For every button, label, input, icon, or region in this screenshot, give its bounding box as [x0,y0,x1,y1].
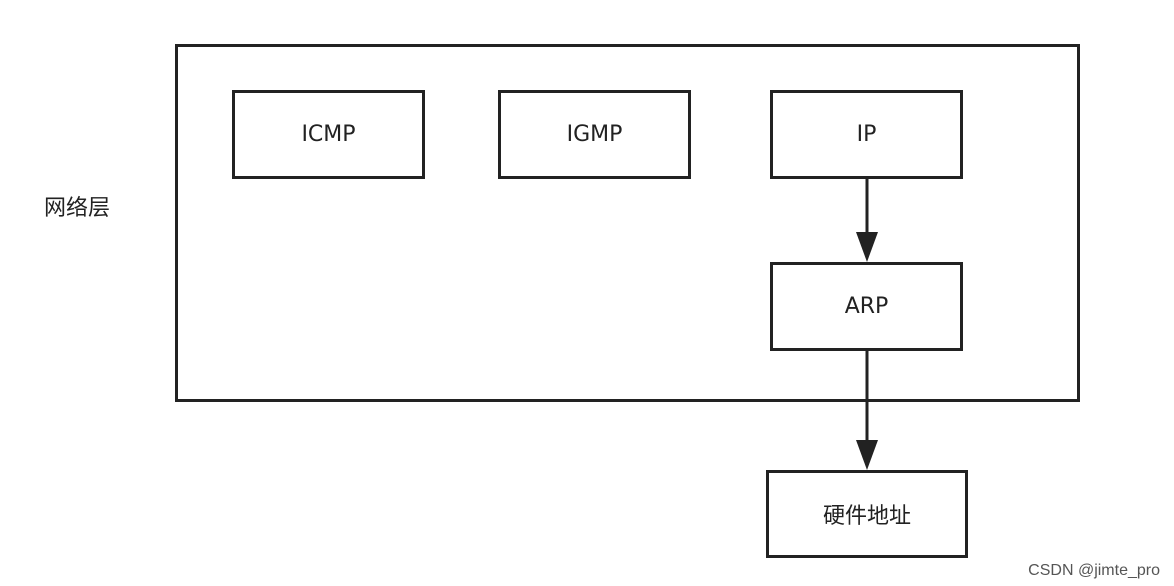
hardware-address-node-label: 硬件地址 [822,504,911,529]
arp-node: ARP [770,262,963,351]
network-layer-container [175,44,1080,402]
ip-node-label: IP [856,122,877,147]
hardware-address-node: 硬件地址 [766,470,968,558]
igmp-node: IGMP [498,90,691,179]
igmp-node-label: IGMP [566,122,623,147]
ip-node: IP [770,90,963,179]
watermark: CSDN @jimte_pro [1028,562,1160,579]
network-layer-label: 网络层 [44,196,111,221]
icmp-node-label: ICMP [301,122,356,147]
icmp-node: ICMP [232,90,425,179]
arp-node-label: ARP [844,294,889,319]
